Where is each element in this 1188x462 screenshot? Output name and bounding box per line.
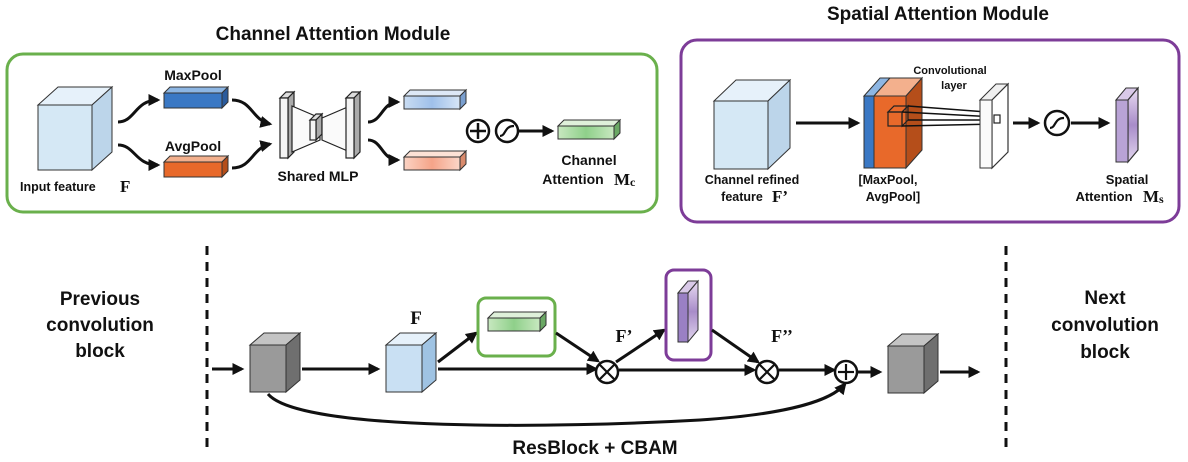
- pool-label-2: AvgPool]: [866, 190, 920, 204]
- spatial-module-frame: [679, 38, 1181, 224]
- refined-feature-cube: [712, 78, 792, 171]
- avgpool-label: AvgPool: [165, 138, 221, 154]
- channel-attention-symbol: M: [614, 170, 630, 189]
- channel-attention-label-2: Attention: [542, 171, 603, 187]
- input-feature-cube: [36, 85, 114, 172]
- channel-module-title: Channel Attention Module: [216, 24, 451, 45]
- arrow-fprime-to-spatial: [615, 328, 666, 364]
- arrow-input-maxpool: [117, 94, 161, 124]
- f-double-prime-label: F’’: [771, 326, 793, 346]
- resblock-output-cube: [886, 332, 940, 395]
- arrow-f-to-channel: [437, 331, 478, 364]
- conv-layer-label-2: layer: [941, 80, 967, 92]
- residual-skip-connection: [266, 382, 847, 427]
- channel-attention-subscript: c: [630, 175, 636, 189]
- spatial-attention-map: [1114, 86, 1140, 164]
- resblock-spatial-map: [676, 279, 700, 344]
- shared-mlp-label: Shared MLP: [278, 168, 359, 184]
- arrow-avgpool-mlp: [231, 140, 273, 170]
- multiply-2-icon: [754, 359, 780, 385]
- spatial-module-title: Spatial Attention Module: [827, 4, 1049, 25]
- arrow-maxpool-mlp: [231, 98, 273, 128]
- arrow-mlp-out-top: [367, 96, 401, 124]
- conv-output-slab: [978, 82, 1010, 170]
- f-prime-label: F’: [616, 326, 633, 346]
- refined-feature-symbol: F’: [772, 187, 788, 206]
- arrow-channel-to-multiply1: [555, 331, 600, 363]
- previous-block-label-3: block: [75, 341, 125, 362]
- mlp-output-avg: [402, 149, 468, 172]
- residual-add-icon: [833, 359, 859, 385]
- sigmoid-icon: [494, 118, 520, 144]
- resblock-cbam-caption: ResBlock + CBAM: [512, 438, 677, 459]
- resblock-channel-vector: [486, 310, 548, 333]
- refined-feature-label-1: Channel refined: [705, 173, 799, 187]
- spatial-attention-symbol: M: [1143, 187, 1159, 206]
- previous-block-label-2: convolution: [46, 315, 154, 336]
- channel-attention-label-1: Channel: [561, 152, 616, 168]
- channel-module-frame: [5, 52, 659, 214]
- multiply-1-icon: [594, 359, 620, 385]
- shared-mlp-icon: [278, 90, 362, 160]
- previous-block-label-1: Previous: [60, 289, 140, 310]
- next-block-label-3: block: [1080, 342, 1130, 363]
- avgpool-vector: [162, 154, 230, 179]
- arrow-input-avgpool: [117, 143, 161, 171]
- mlp-output-max: [402, 88, 468, 111]
- conv-layer-label-1: Convolutional: [913, 65, 986, 77]
- channel-attention-vector: [556, 118, 622, 141]
- spatial-sigmoid-icon: [1043, 109, 1071, 137]
- maxpool-vector: [162, 85, 230, 110]
- refined-feature-label-2: feature: [721, 190, 763, 204]
- arrow-spatial-to-multiply2: [711, 328, 760, 364]
- f-feature-cube: [384, 331, 438, 394]
- resblock-input-cube: [248, 331, 302, 394]
- maxpool-label: MaxPool: [164, 67, 222, 83]
- next-block-label-2: convolution: [1051, 315, 1159, 336]
- arrow-mlp-out-bottom: [367, 138, 401, 166]
- spatial-attention-label-2: Attention: [1075, 189, 1132, 204]
- spatial-attention-subscript: s: [1159, 192, 1164, 206]
- input-feature-symbol: F: [120, 177, 130, 196]
- add-operator-icon: [465, 118, 491, 144]
- spatial-attention-label-1: Spatial: [1106, 172, 1149, 187]
- pool-label-1: [MaxPool,: [858, 173, 917, 187]
- input-feature-label: Input feature: [20, 180, 96, 194]
- f-label: F: [410, 308, 422, 329]
- pooled-feature-maps: [862, 76, 924, 170]
- next-block-label-1: Next: [1084, 288, 1126, 309]
